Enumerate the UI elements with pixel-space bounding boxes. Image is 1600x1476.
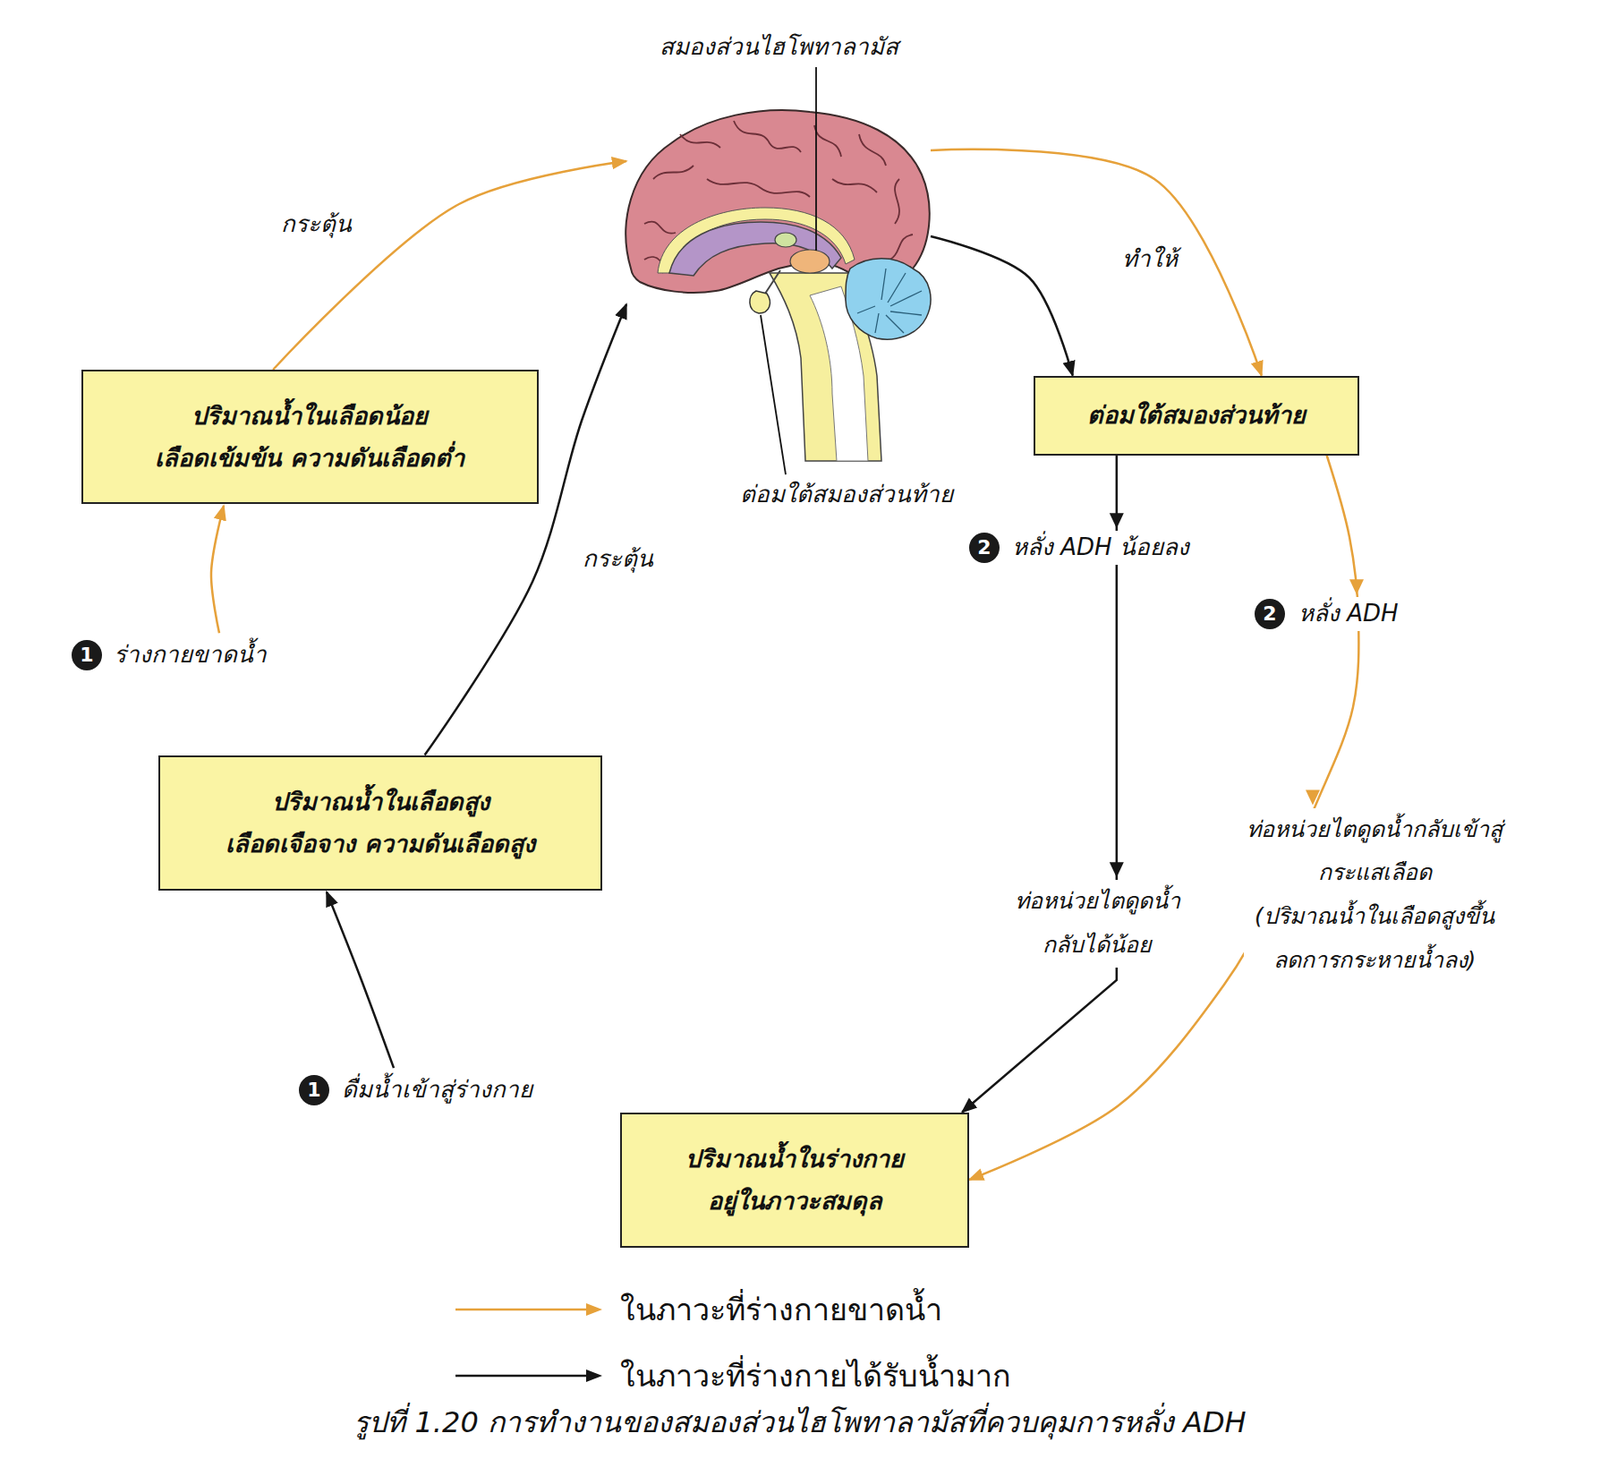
- text-line: 2: [977, 537, 991, 558]
- arrowhead: [586, 1369, 603, 1382]
- step-label: ร่างกายขาดน้ำ: [110, 638, 270, 673]
- result-note: ท่อหน่วยไตดูดน้ำกลับเข้าสู่ กระแสเลือด (…: [1243, 808, 1506, 983]
- text-line: 1: [306, 1080, 321, 1100]
- text-line: กระแสเลือด: [1246, 851, 1503, 895]
- text-line: 1: [79, 645, 94, 665]
- text-line: หลั่ง ADH: [1298, 596, 1399, 631]
- step-arrow: [326, 892, 394, 1069]
- text-line: กลับได้น้อย: [1014, 923, 1181, 968]
- callout-number: 1: [298, 1074, 330, 1106]
- figure-caption: รูปที่ 1.20 การทำงานของสมองส่วนไฮโพทาลาม…: [0, 1404, 1600, 1442]
- region-label: สมองส่วนไฮโพทาลามัส: [656, 30, 902, 63]
- text-line: ต่อมใต้สมองส่วนท้าย: [740, 477, 954, 512]
- box-text: ต่อมใต้สมองส่วนท้าย: [1087, 393, 1306, 436]
- part-label: ต่อมใต้สมองส่วนท้าย: [737, 477, 956, 512]
- text-line: ท่อหน่วยไตดูดน้ำ: [1014, 879, 1181, 924]
- text-line: ปริมาณน้ำในเลือดน้อย: [154, 394, 464, 437]
- connector-label: กระตุ้น: [278, 207, 355, 242]
- connector-label: หลั่ง ADH: [1295, 596, 1402, 631]
- callout-number: 2: [969, 532, 1000, 563]
- hypothalamus: [790, 249, 830, 273]
- legend-line: [453, 1298, 606, 1320]
- flow-arrow: [930, 236, 1073, 376]
- pituitary-stalk: [765, 270, 781, 294]
- text-line: ร่างกายขาดน้ำ: [113, 638, 267, 673]
- text-line: (ปริมาณน้ำในเลือดสูงขึ้น: [1246, 894, 1503, 939]
- text-line: ต่อมใต้สมองส่วนท้าย: [1087, 393, 1306, 436]
- arrowhead: [1349, 578, 1364, 595]
- arrowhead: [1109, 512, 1124, 528]
- result-note: ท่อหน่วยไตดูดน้ำ กลับได้น้อย: [1012, 879, 1183, 968]
- text-line: อยู่ในภาวะสมดุล: [685, 1179, 904, 1222]
- text-line: สมองส่วนไฮโพทาลามัส: [659, 30, 899, 63]
- legend-row: ในภาวะที่ร่างกายได้รับน้ำมาก: [453, 1355, 1012, 1396]
- pituitary-gland: [749, 290, 771, 314]
- box-text: ปริมาณน้ำในเลือดน้อย เลือดเข้มข้น ความดั…: [154, 394, 464, 480]
- cerebellum: [845, 258, 931, 340]
- leader-line: [815, 67, 818, 251]
- process-box: ปริมาณน้ำในเลือดสูง เลือดเจือจาง ความดัน…: [158, 755, 603, 891]
- text-line: ท่อหน่วยไตดูดน้ำกลับเข้าสู่: [1246, 808, 1503, 852]
- text-line: ปริมาณน้ำในร่างกาย: [685, 1137, 904, 1180]
- text-line: ทำให้: [1122, 242, 1178, 277]
- leader-line: [760, 314, 786, 475]
- text-line: ดื่มน้ำเข้าสู่ร่างกาย: [341, 1072, 533, 1107]
- arrowhead: [1305, 790, 1320, 806]
- thalamus: [774, 232, 797, 247]
- step-label: ดื่มน้ำเข้าสู่ร่างกาย: [339, 1072, 536, 1107]
- text-line: เลือดเข้มข้น ความดันเลือดต่ำ: [154, 436, 464, 479]
- connector-label: ทำให้: [1119, 242, 1181, 277]
- legend-line: [455, 1308, 588, 1311]
- text-line: ลดการกระหายน้ำลง): [1246, 938, 1503, 983]
- process-box: ปริมาณน้ำในเลือดน้อย เลือดเข้มข้น ความดั…: [81, 369, 539, 504]
- text-line: กระตุ้น: [582, 542, 654, 577]
- legend-text: ในภาวะที่ร่างกายขาดน้ำ: [620, 1291, 943, 1328]
- cerebellum-folds: [857, 268, 922, 333]
- legend-line: [453, 1364, 606, 1387]
- legend-line: [455, 1374, 588, 1378]
- step-arrow: [211, 505, 224, 633]
- text-line: หลั่ง ADH น้อยลง: [1012, 530, 1190, 565]
- process-box: ต่อมใต้สมองส่วนท้าย: [1033, 375, 1360, 456]
- box-text: ปริมาณน้ำในเลือดสูง เลือดเจือจาง ความดัน…: [225, 780, 535, 866]
- text-line: เลือดเจือจาง ความดันเลือดสูง: [225, 822, 535, 865]
- arrowhead: [586, 1302, 603, 1316]
- callout-number: 2: [1254, 598, 1286, 630]
- connector-label: หลั่ง ADH น้อยลง: [1009, 530, 1192, 565]
- text-line: 2: [1262, 604, 1277, 624]
- connector-label: กระตุ้น: [579, 542, 656, 577]
- callout-number: 1: [71, 639, 103, 671]
- brain-region: สมองส่วนไฮโพทาลามัส: [626, 107, 931, 466]
- flow-arrow: [930, 149, 1262, 376]
- text-line: กระตุ้น: [280, 207, 352, 242]
- process-box: ปริมาณน้ำในร่างกาย อยู่ในภาวะสมดุล: [620, 1112, 970, 1248]
- arrowhead: [1109, 861, 1124, 877]
- box-text: ปริมาณน้ำในร่างกาย อยู่ในภาวะสมดุล: [685, 1137, 904, 1223]
- flow-arrow: [272, 161, 627, 370]
- legend-row: ในภาวะที่ร่างกายขาดน้ำ: [453, 1289, 943, 1329]
- legend-text: ในภาวะที่ร่างกายได้รับน้ำมาก: [620, 1357, 1012, 1395]
- text-line: ปริมาณน้ำในเลือดสูง: [225, 780, 535, 823]
